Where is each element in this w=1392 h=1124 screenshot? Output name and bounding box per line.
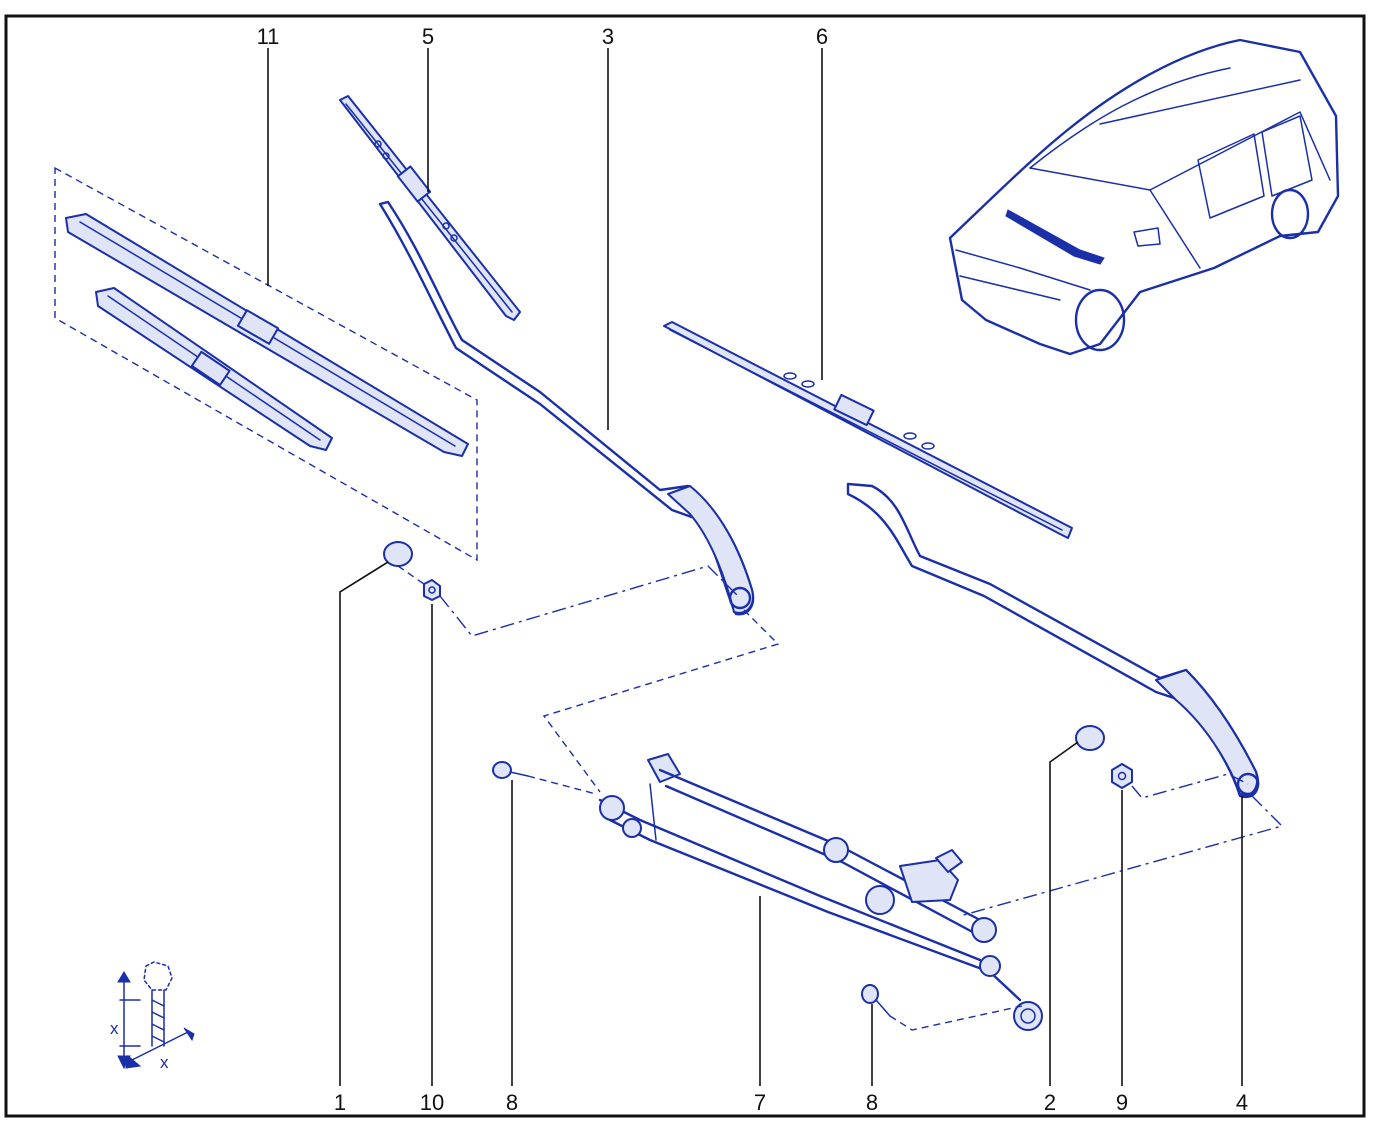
callout-11: 11 [257, 24, 280, 49]
callout-2: 2 [1044, 1090, 1056, 1115]
part-2-cap [1075, 725, 1105, 751]
diagram-frame [4, 14, 1366, 1118]
callout-4: 4 [1236, 1090, 1248, 1115]
vehicle-illustration [948, 38, 1340, 356]
part-10-nut [423, 579, 441, 601]
part-11-wiper-blade-set [54, 166, 478, 562]
torque-label-horizontal: x [160, 1053, 169, 1072]
callout-8-upper: 8 [506, 1090, 518, 1115]
callout-9: 9 [1116, 1090, 1128, 1115]
part-5-wiper-blade-small [339, 95, 521, 321]
callout-8-lower: 8 [866, 1090, 878, 1115]
callout-10: 10 [420, 1090, 444, 1115]
callout-3: 3 [602, 24, 614, 49]
leader-lines [267, 48, 1243, 1086]
part-8-bolt-lower [861, 984, 891, 1017]
part-9-nut [1111, 763, 1133, 789]
part-4-wiper-arm-right [846, 482, 1260, 799]
part-3-wiper-arm-left [378, 200, 755, 616]
assembly-guides [397, 565, 1284, 1031]
torque-marker: x x [110, 961, 195, 1072]
callout-7: 7 [754, 1090, 766, 1115]
part-6-wiper-blade-long [663, 321, 1073, 539]
callout-6: 6 [816, 24, 828, 49]
part-8-bolt-upper [492, 761, 529, 779]
callout-5: 5 [422, 24, 434, 49]
callout-1: 1 [334, 1090, 346, 1115]
callout-numbers: 11 5 3 6 1 10 8 7 8 2 9 4 [257, 24, 1249, 1115]
torque-label-vertical: x [110, 1019, 119, 1038]
part-7-wiper-linkage-motor [598, 753, 1043, 1031]
